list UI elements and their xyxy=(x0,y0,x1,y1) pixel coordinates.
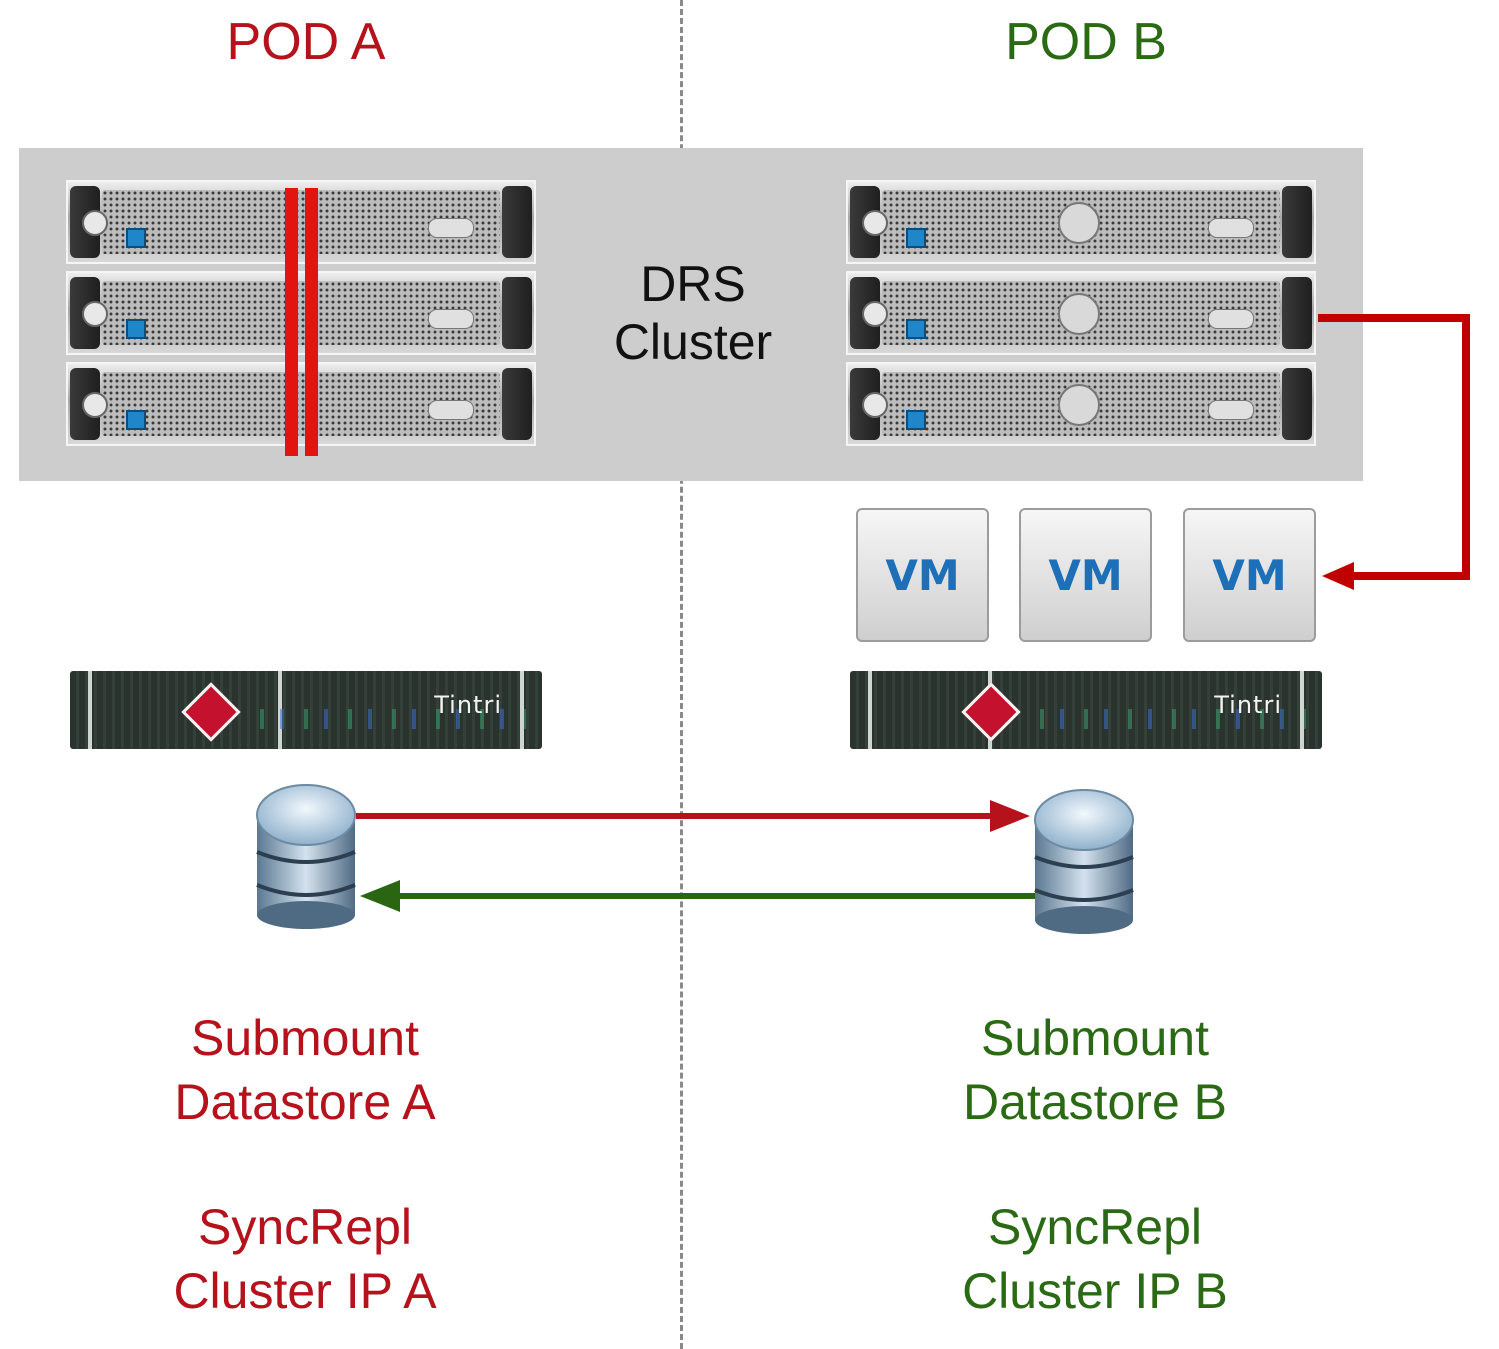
syncrepl-b-line2: Cluster IP B xyxy=(962,1263,1228,1319)
dell-logo-icon xyxy=(1058,384,1100,426)
syncrepl-a-line1: SyncRepl xyxy=(198,1199,412,1255)
replication-arrowhead-a-to-b xyxy=(990,800,1030,832)
pod-a-label: POD A xyxy=(226,13,386,71)
datastore-b-line1: Submount xyxy=(981,1010,1209,1066)
pod-b-server-3 xyxy=(846,362,1316,446)
pod-a-server-2 xyxy=(66,271,536,355)
failure-marker-bar xyxy=(285,188,298,456)
pod-b-server-1 xyxy=(846,180,1316,264)
syncrepl-a-line2: Cluster IP A xyxy=(173,1263,437,1319)
pod-divider xyxy=(680,0,683,1349)
vm-box-2: VM xyxy=(1019,508,1152,642)
dell-logo-icon xyxy=(1058,293,1100,335)
tintri-brand-a: Tintri xyxy=(434,691,502,719)
database-a-icon xyxy=(256,784,356,929)
tintri-array-a: Tintri xyxy=(70,671,542,749)
pod-a-server-1 xyxy=(66,180,536,264)
syncrepl-b-line1: SyncRepl xyxy=(988,1199,1202,1255)
dell-logo-icon xyxy=(1058,202,1100,244)
vmotion-arrow xyxy=(1318,314,1470,580)
vmotion-arrowhead xyxy=(1322,562,1354,590)
tintri-array-b: Tintri xyxy=(850,671,1322,749)
database-b-icon xyxy=(1034,789,1134,934)
pod-b-server-2 xyxy=(846,271,1316,355)
syncrepl-b-label: SyncRepl Cluster IP B xyxy=(885,1195,1305,1323)
vm-box-3: VM xyxy=(1183,508,1316,642)
tintri-brand-b: Tintri xyxy=(1214,691,1282,719)
drs-label-line1: DRS xyxy=(640,256,746,312)
drs-cluster-label: DRS Cluster xyxy=(583,255,803,371)
pod-a-server-3 xyxy=(66,362,536,446)
pod-b-label: POD B xyxy=(1005,13,1167,71)
vm-box-1: VM xyxy=(856,508,989,642)
datastore-a-line2: Datastore A xyxy=(174,1074,436,1130)
failure-marker-bar xyxy=(305,188,318,456)
datastore-a-label: Submount Datastore A xyxy=(95,1006,515,1134)
datastore-a-line1: Submount xyxy=(191,1010,419,1066)
drs-label-line2: Cluster xyxy=(613,314,773,370)
syncrepl-a-label: SyncRepl Cluster IP A xyxy=(95,1195,515,1323)
replication-arrowhead-b-to-a xyxy=(360,880,400,912)
datastore-b-line2: Datastore B xyxy=(962,1074,1227,1130)
datastore-b-label: Submount Datastore B xyxy=(885,1006,1305,1134)
